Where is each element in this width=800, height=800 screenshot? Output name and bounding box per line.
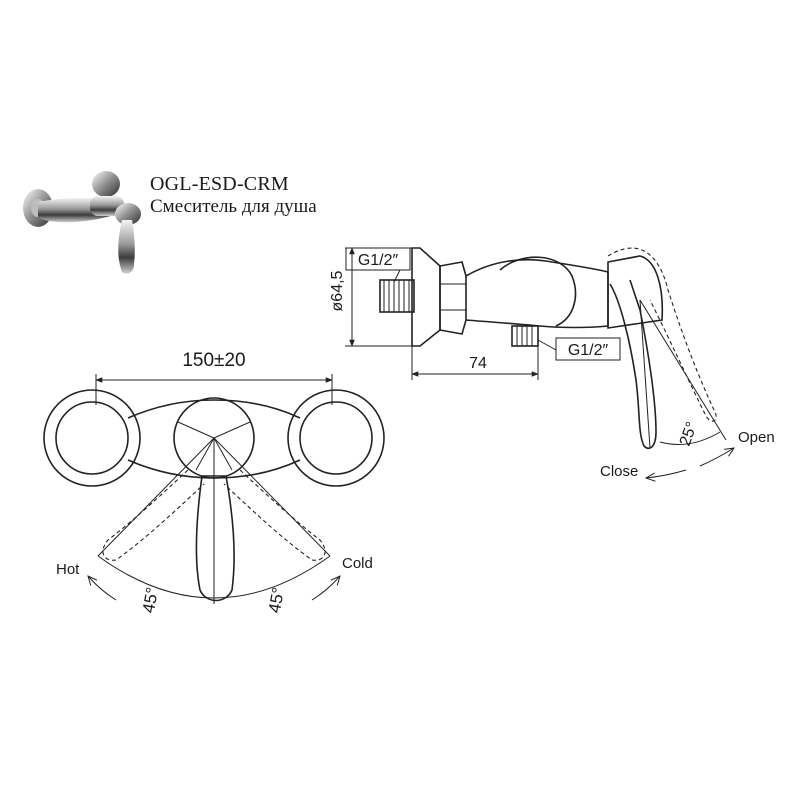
hot-arrow: [88, 576, 117, 601]
outlet-thread-callout: G1/2″: [537, 337, 621, 361]
side-lever-open: [607, 247, 717, 422]
right-escutcheon: [287, 389, 385, 487]
model-code: OGL-ESD-CRM: [150, 173, 289, 195]
outlet-thread-label: G1/2″: [568, 342, 609, 359]
inlet-thread-label: G1/2″: [358, 252, 399, 269]
side-cap: [607, 255, 664, 329]
cold-arrow: [311, 576, 340, 601]
lever-hot-position: [102, 469, 205, 561]
open-arrow: [699, 448, 734, 467]
hex-nut: [439, 261, 467, 335]
rotation-arc: [97, 555, 331, 599]
close-arrow: [646, 469, 687, 478]
side-body: [465, 258, 609, 329]
inlet-thread-callout: G1/2″: [345, 247, 411, 283]
product-photo: [23, 171, 141, 274]
length-label: 74: [469, 355, 487, 372]
open-angle-label: 25°: [677, 420, 701, 449]
cold-angle-label: 45°: [265, 586, 288, 615]
hot-angle-label: 45°: [139, 586, 162, 615]
left-escutcheon: [43, 389, 141, 487]
cold-label: Cold: [342, 555, 373, 572]
hot-label: Hot: [56, 561, 80, 578]
inlet-thread: [379, 279, 415, 313]
close-label: Close: [600, 463, 638, 480]
open-angle-arc: [659, 431, 721, 445]
title-block: OGL-ESD-CRM Смеситель для душа: [150, 172, 317, 218]
product-name: Смеситель для душа: [150, 196, 317, 217]
diameter-label: ø64,5: [329, 270, 346, 311]
width-dimension-label: 150±20: [182, 350, 245, 371]
outlet-thread: [511, 325, 539, 347]
lever-cold-position: [223, 469, 326, 561]
lever-center: [195, 475, 235, 602]
side-lever: [609, 279, 657, 450]
side-body-shell: [499, 256, 577, 327]
wall-flange: [411, 247, 441, 347]
length-dimension: 74: [411, 346, 539, 380]
open-label: Open: [738, 429, 775, 446]
